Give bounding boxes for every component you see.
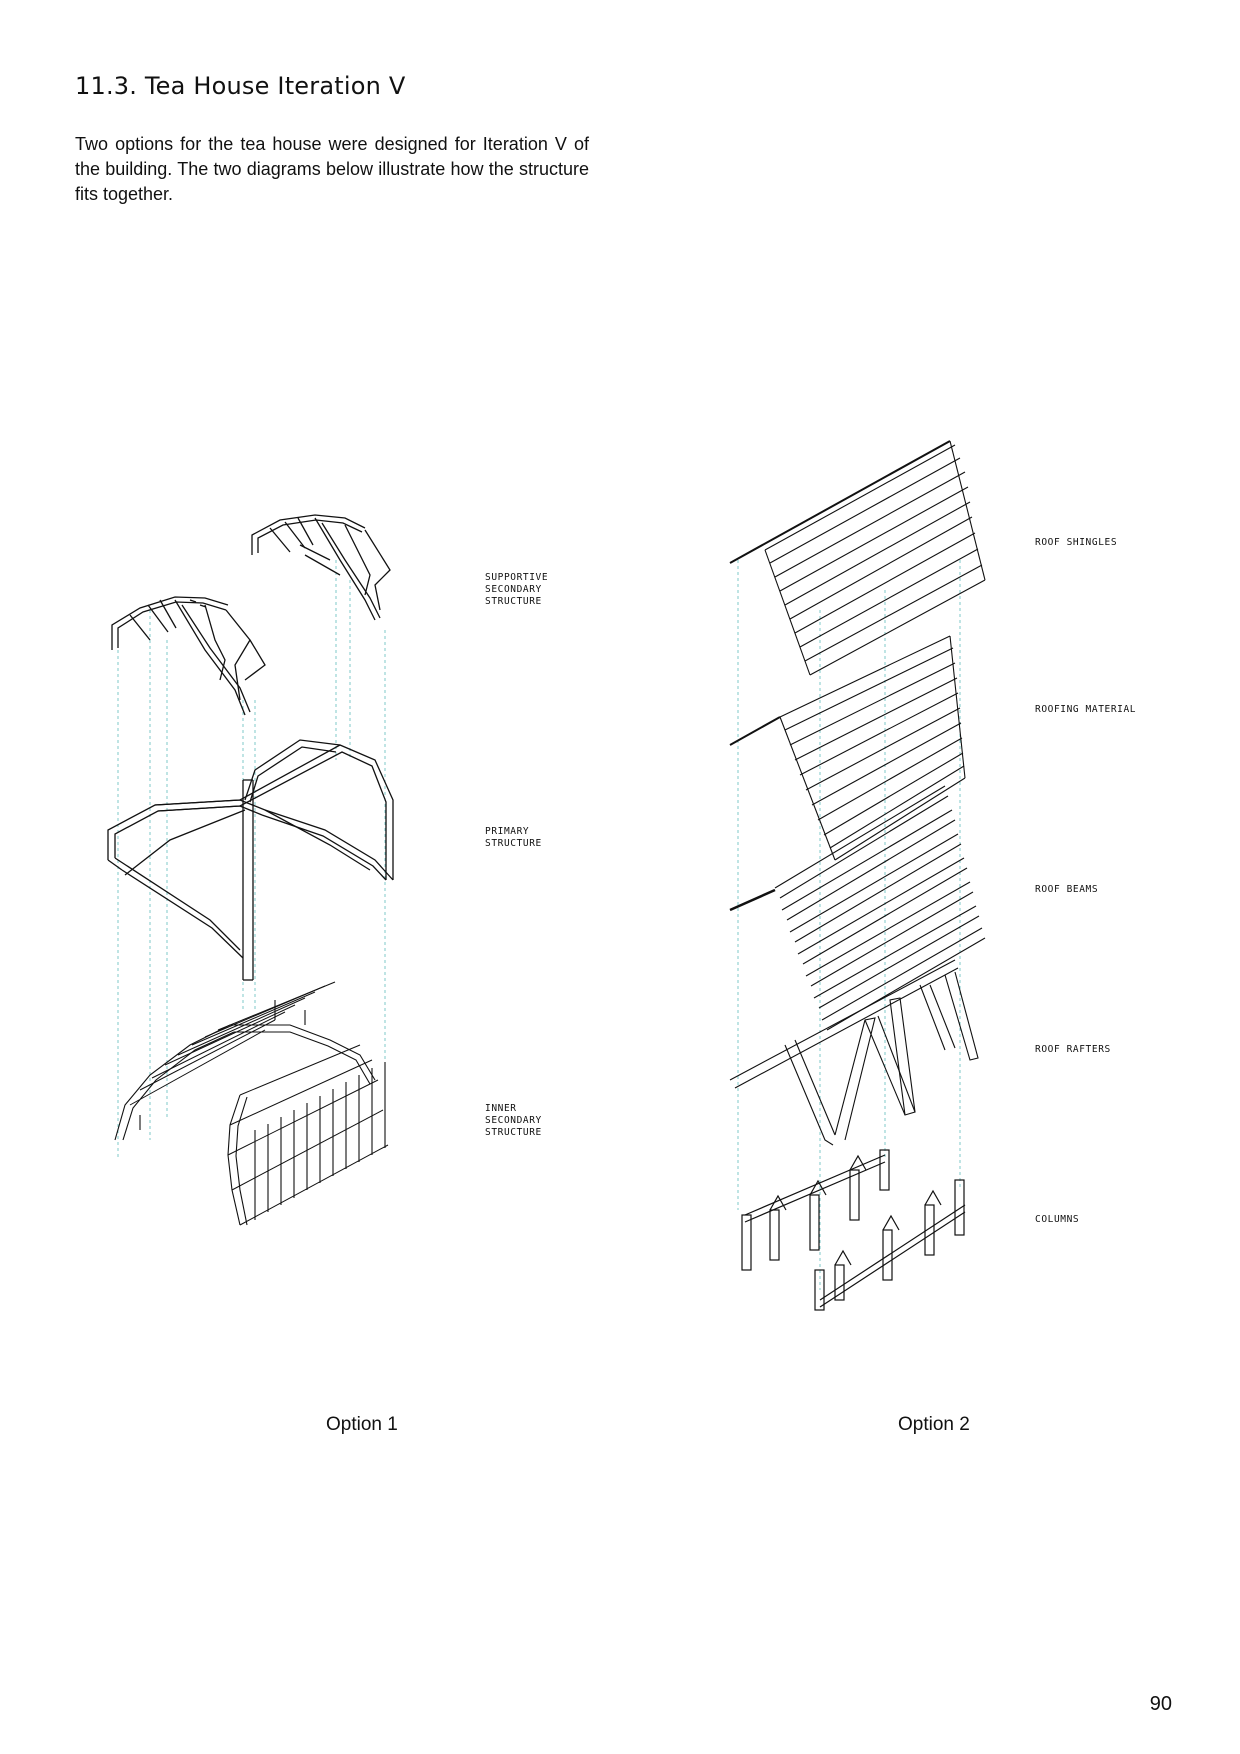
label-columns: COLUMNS	[1035, 1214, 1079, 1225]
roof-shingles	[729, 440, 986, 676]
page-title: 11.3. Tea House Iteration V	[75, 72, 406, 100]
label-roof-rafters: ROOF RAFTERS	[1035, 1044, 1111, 1055]
option1-caption: Option 1	[326, 1414, 398, 1435]
roof-beams	[729, 785, 986, 1031]
label-roofing-material: ROOFING MATERIAL	[1035, 704, 1136, 715]
option1-guide-lines	[117, 560, 386, 1160]
label-roof-shingles: ROOF SHINGLES	[1035, 537, 1117, 548]
option2-labels: ROOF SHINGLES ROOFING MATERIAL ROOF BEAM…	[1035, 537, 1136, 1225]
label-roof-beams: ROOF BEAMS	[1035, 884, 1098, 895]
option1-diagram	[107, 514, 394, 1226]
page-number: 90	[1149, 1693, 1172, 1715]
option2-caption: Option 2	[898, 1414, 970, 1435]
supportive-secondary-structure	[111, 514, 391, 716]
intro-paragraph: Two options for the tea house were desig…	[75, 134, 589, 204]
columns	[741, 1149, 966, 1311]
roof-rafters	[729, 959, 979, 1146]
roofing-material	[729, 635, 966, 861]
option2-guide-lines	[737, 560, 961, 1290]
inner-secondary-structure	[114, 981, 389, 1226]
label-inner-secondary-structure: INNER SECONDARY STRUCTURE	[485, 1103, 548, 1138]
label-supportive-secondary-structure: SUPPORTIVE SECONDARY STRUCTURE	[485, 572, 555, 607]
primary-structure	[107, 739, 394, 981]
label-primary-structure: PRIMARY STRUCTURE	[485, 826, 542, 849]
option1-labels: SUPPORTIVE SECONDARY STRUCTURE PRIMARY S…	[485, 572, 555, 1138]
option2-diagram	[729, 440, 986, 1311]
